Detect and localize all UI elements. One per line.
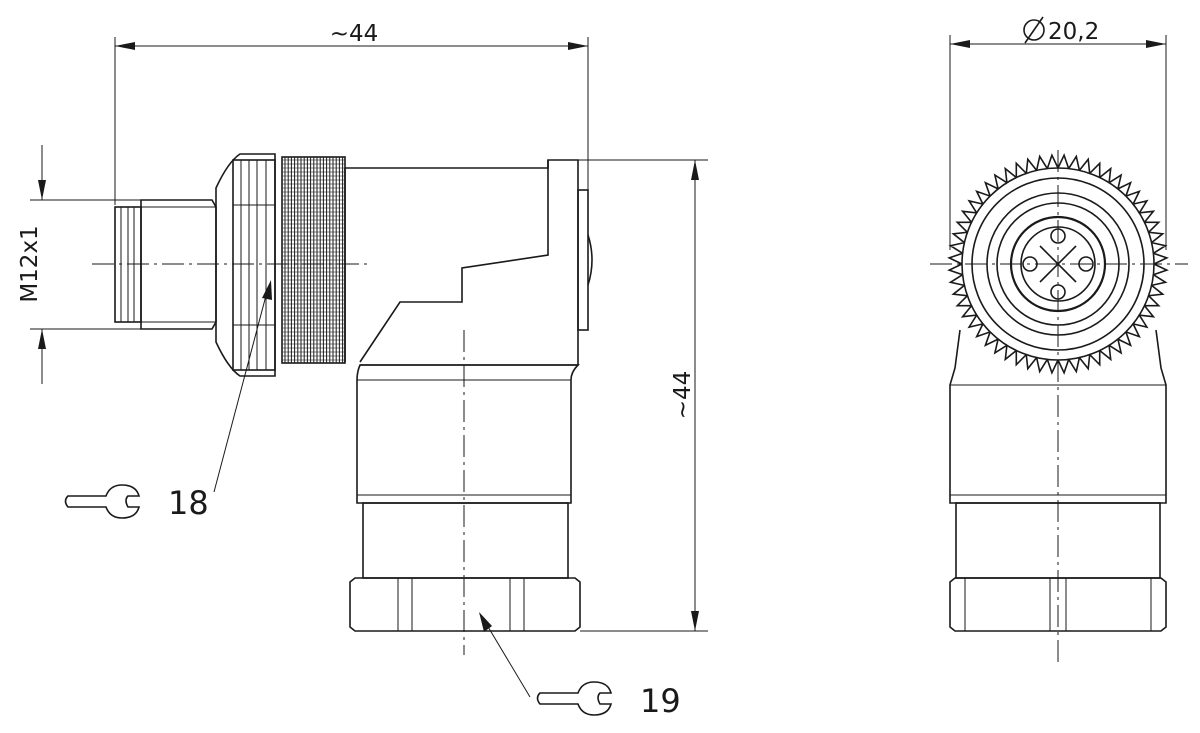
- dimension-label-diameter: 20,2: [1048, 19, 1099, 45]
- knurled-lock-nut: [215, 153, 276, 377]
- callout-19: 19: [479, 612, 681, 720]
- front-view: [930, 150, 1188, 665]
- hex-nut: [349, 577, 581, 632]
- dimension-label-thread: M12x1: [17, 225, 43, 302]
- dimension-overall-width: ~44: [114, 21, 589, 205]
- grip-ring: [281, 156, 346, 364]
- diameter-icon: [1023, 16, 1045, 44]
- wrench-icon: [536, 681, 613, 716]
- dimension-diameter: 20,2: [949, 16, 1167, 250]
- dimension-label-width: ~44: [330, 21, 379, 47]
- cable-outlet: [356, 364, 580, 579]
- wrench-icon: [64, 484, 141, 519]
- dimension-label-height: ~44: [670, 371, 696, 420]
- elbow-housing: [344, 159, 593, 366]
- callout-number-18: 18: [168, 484, 209, 522]
- callout-18: 18: [64, 280, 272, 522]
- side-view: [92, 153, 593, 655]
- dimension-overall-height: ~44: [578, 159, 708, 632]
- dimension-thread: M12x1: [17, 145, 141, 384]
- callout-number-19: 19: [640, 682, 681, 720]
- front-hex-nut: [949, 577, 1167, 632]
